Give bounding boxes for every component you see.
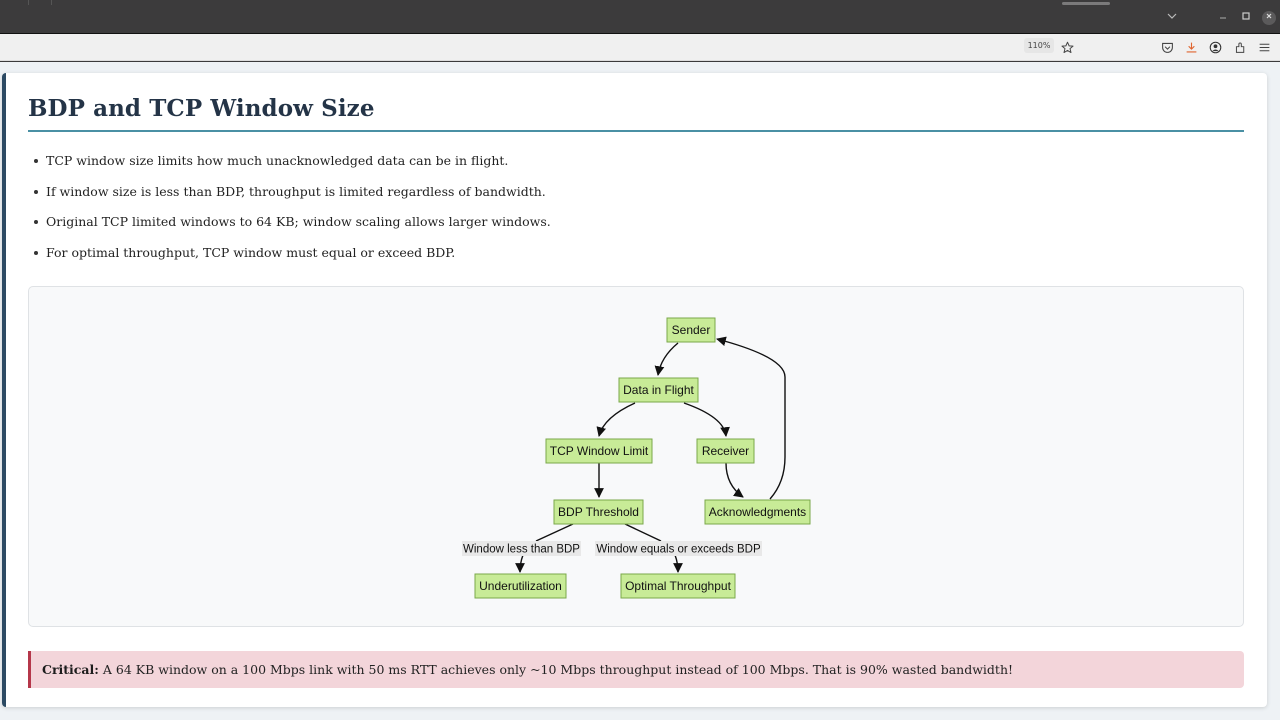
title-divider (28, 130, 1244, 132)
edge-bdp-to-underutilization (535, 523, 574, 542)
svg-text:Window equals or exceeds BDP: Window equals or exceeds BDP (596, 544, 761, 556)
browser-toolbar: 110% (0, 34, 1280, 61)
bullet-item: If window size is less than BDP, through… (34, 182, 551, 213)
node-tcp-window-limit: TCP Window Limit (545, 438, 653, 464)
active-tab-indicator (1062, 2, 1110, 5)
edge-bdp-to-optimal (624, 523, 662, 542)
url-bar[interactable] (0, 37, 1078, 58)
edge-sender-to-data (654, 342, 679, 376)
account-icon[interactable] (1207, 39, 1223, 55)
svg-text:Window less than BDP: Window less than BDP (463, 544, 580, 556)
bullet-dot-icon (34, 220, 38, 224)
node-underutilization: Underutilization (474, 573, 567, 599)
zoom-level-badge[interactable]: 110% (1024, 38, 1054, 53)
page-title: BDP and TCP Window Size (28, 95, 375, 122)
bullet-dot-icon (34, 250, 38, 255)
bullet-item: Original TCP limited windows to 64 KB; w… (34, 212, 551, 243)
flowchart: Window less than BDP Window equals or ex… (462, 317, 811, 599)
svg-text:Data in Flight: Data in Flight (623, 383, 694, 397)
bullet-item: For optimal throughput, TCP window must … (34, 243, 551, 274)
alert-text: A 64 KB window on a 100 Mbps link with 5… (98, 662, 1014, 677)
edge-label-less-than-bdp: Window less than BDP (462, 541, 581, 556)
bullet-dot-icon (34, 159, 38, 163)
bullet-item: TCP window size limits how much unacknow… (34, 151, 551, 182)
alert-label: Critical: (42, 662, 99, 677)
download-icon[interactable] (1183, 39, 1199, 55)
menu-icon[interactable] (1256, 39, 1272, 55)
edge-label-equals-or-exceeds-bdp: Window equals or exceeds BDP (595, 541, 762, 556)
svg-text:TCP Window Limit: TCP Window Limit (550, 444, 649, 458)
edge-data-to-receiver (683, 402, 730, 437)
flowchart-container: Window less than BDP Window equals or ex… (28, 286, 1244, 627)
pocket-icon[interactable] (1159, 39, 1175, 55)
extensions-icon[interactable] (1232, 39, 1248, 55)
svg-text:Sender: Sender (672, 323, 711, 337)
tab-separator (28, 0, 29, 5)
edge-ack-to-sender (716, 336, 786, 500)
svg-text:Underutilization: Underutilization (479, 579, 562, 593)
browser-titlebar (0, 0, 1280, 34)
svg-text:Acknowledgments: Acknowledgments (709, 505, 806, 519)
svg-text:BDP Threshold: BDP Threshold (558, 505, 639, 519)
node-optimal-throughput: Optimal Throughput (620, 573, 736, 599)
bookmark-star-icon[interactable] (1059, 39, 1075, 55)
page-viewport: BDP and TCP Window Size TCP window size … (0, 62, 1280, 720)
bullet-list: TCP window size limits how much unacknow… (34, 151, 551, 273)
edge-less-label-to-underutilization (515, 554, 525, 573)
minimize-icon[interactable] (1216, 11, 1230, 25)
edge-equal-label-to-optimal (673, 554, 683, 573)
bullet-dot-icon (34, 189, 38, 194)
tab-separator (51, 0, 52, 5)
content-card: BDP and TCP Window Size TCP window size … (2, 73, 1267, 707)
edge-receiver-to-ack (725, 462, 744, 498)
node-receiver: Receiver (696, 438, 755, 464)
svg-text:Receiver: Receiver (702, 444, 749, 458)
node-sender: Sender (666, 317, 716, 343)
node-bdp-threshold: BDP Threshold (553, 499, 644, 525)
edge-data-to-window (596, 402, 636, 437)
list-tabs-icon[interactable] (1165, 11, 1179, 25)
node-acknowledgments: Acknowledgments (704, 499, 811, 525)
maximize-icon[interactable] (1239, 11, 1253, 25)
svg-text:Optimal Throughput: Optimal Throughput (625, 579, 732, 593)
close-icon[interactable] (1262, 11, 1276, 25)
critical-alert: Critical: A 64 KB window on a 100 Mbps l… (28, 651, 1244, 688)
node-data-in-flight: Data in Flight (618, 377, 699, 403)
